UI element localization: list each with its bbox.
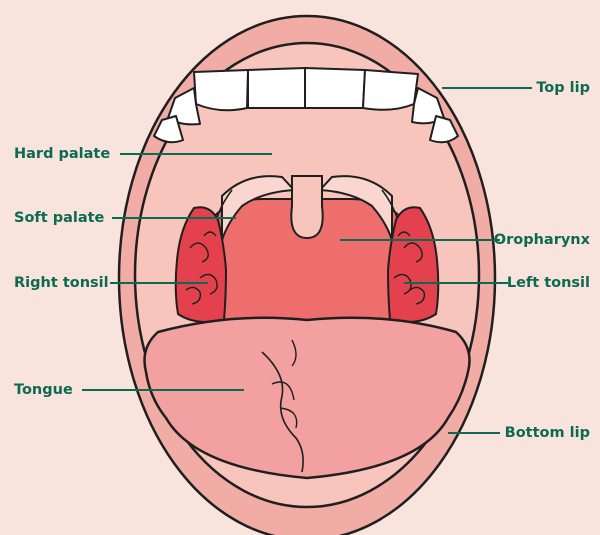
label-hard-palate: Hard palate: [14, 145, 110, 163]
label-top-lip: Top lip: [536, 79, 590, 97]
label-right-tonsil: Right tonsil: [14, 274, 109, 292]
label-soft-palate: Soft palate: [14, 209, 104, 227]
label-left-tonsil: Left tonsil: [507, 274, 590, 292]
label-tongue: Tongue: [14, 381, 73, 399]
label-oropharynx: Oropharynx: [494, 231, 590, 249]
label-bottom-lip: Bottom lip: [505, 424, 590, 442]
uvula: [291, 176, 322, 238]
